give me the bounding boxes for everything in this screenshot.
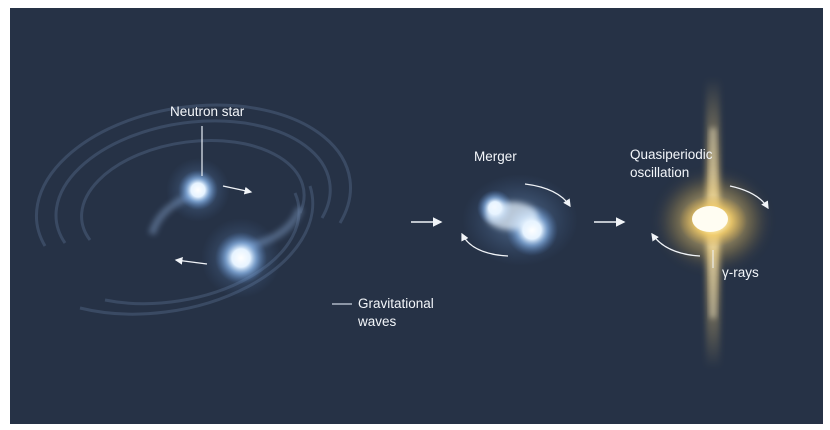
label-gravitational: Gravitational — [358, 296, 434, 311]
label-quasiperiodic: Quasiperiodic — [630, 147, 713, 162]
orbit-arrow-right — [222, 185, 253, 195]
orbit-arrow-left — [174, 256, 208, 265]
merger-arrow-lower — [461, 232, 509, 257]
label-oscillation: oscillation — [630, 165, 690, 180]
diagram-panel: Neutron star Gravitational waves Merger … — [10, 8, 823, 424]
qpo-arrow-upper — [729, 185, 769, 210]
neutron-star-lower — [215, 232, 267, 284]
label-waves: waves — [358, 314, 397, 329]
merger-stage — [461, 174, 578, 266]
neutron-star-upper — [178, 170, 218, 210]
label-merger: Merger — [474, 149, 517, 164]
qpo-arrow-lower — [651, 232, 701, 257]
qpo-stage — [651, 78, 769, 368]
label-gamma-rays: γ-rays — [722, 265, 759, 280]
merger-arrow-upper — [524, 183, 571, 208]
label-neutron-star: Neutron star — [170, 104, 245, 119]
inspiral-stage — [148, 126, 352, 305]
diagram-canvas — [34, 78, 769, 368]
